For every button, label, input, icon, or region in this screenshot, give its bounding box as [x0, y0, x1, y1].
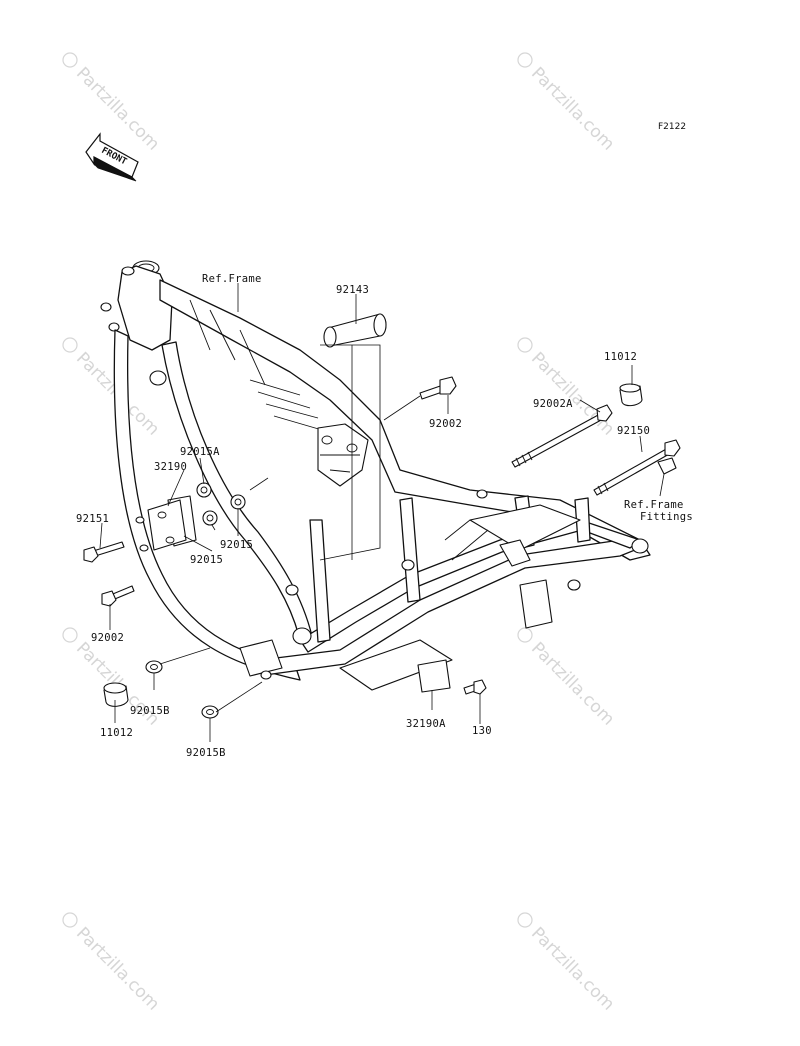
- figure-code: F2122: [658, 122, 686, 132]
- svg-text:Partzilla.com: Partzilla.com: [527, 924, 618, 1015]
- label-92015-a: 92015: [220, 539, 253, 551]
- bolt-92151: [83, 541, 125, 563]
- bolt-92002-center: [419, 376, 457, 400]
- spacer-92015A: [196, 482, 212, 498]
- svg-text:Partzilla.com: Partzilla.com: [527, 639, 618, 730]
- watermark-bottom-right: Partzilla.com: [517, 912, 618, 1015]
- label-92015B-b: 92015B: [186, 747, 226, 759]
- watermark-mid-right: Partzilla.com: [517, 337, 618, 440]
- label-92015A: 92015A: [180, 446, 220, 458]
- watermark-mid-left: Partzilla.com: [62, 337, 163, 440]
- label-92151: 92151: [76, 513, 109, 525]
- watermark-top-right: Partzilla.com: [517, 52, 618, 155]
- label-92002A: 92002A: [533, 398, 573, 410]
- collar-92143: [323, 313, 387, 348]
- bolt-92150: [593, 439, 681, 496]
- bolt-130: [463, 679, 487, 695]
- label-92015-b: 92015: [190, 554, 223, 566]
- svg-text:Partzilla.com: Partzilla.com: [527, 64, 618, 155]
- label-ref-frame-fittings-1: Ref.Frame: [624, 499, 684, 511]
- label-32190A: 32190A: [406, 718, 446, 730]
- label-92143: 92143: [336, 284, 369, 296]
- watermark-lower-right: Partzilla.com: [517, 627, 618, 730]
- bolt-92002A: [511, 404, 613, 468]
- bolt-92002-left: [101, 585, 135, 607]
- watermark-top-left: Partzilla.com: [62, 52, 163, 155]
- spacer-92015B-a: [145, 660, 163, 674]
- label-ref-frame: Ref.Frame: [202, 273, 262, 285]
- front-arrow-icon: FRONT: [85, 132, 139, 182]
- motorcycle-frame: [100, 260, 651, 693]
- label-ref-frame-fittings-2: Fittings: [640, 511, 693, 523]
- svg-text:Partzilla.com: Partzilla.com: [72, 924, 163, 1015]
- watermark-bottom-left: Partzilla.com: [62, 912, 163, 1015]
- spacer-92015-b: [230, 494, 246, 510]
- label-92015B-a: 92015B: [130, 705, 170, 717]
- leader-lines: [99, 283, 665, 742]
- label-32190: 32190: [154, 461, 187, 473]
- label-92002-center: 92002: [429, 418, 462, 430]
- label-92002-left: 92002: [91, 632, 124, 644]
- spacer-92015-a: [202, 510, 218, 526]
- cap-11012-bottom: [103, 682, 129, 707]
- label-92150: 92150: [617, 425, 650, 437]
- label-130: 130: [472, 725, 492, 737]
- spacer-92015B-b: [201, 705, 219, 719]
- label-11012-top: 11012: [604, 351, 637, 363]
- label-11012-bottom: 11012: [100, 727, 133, 739]
- svg-text:Partzilla.com: Partzilla.com: [72, 64, 163, 155]
- cap-11012-top: [619, 383, 643, 407]
